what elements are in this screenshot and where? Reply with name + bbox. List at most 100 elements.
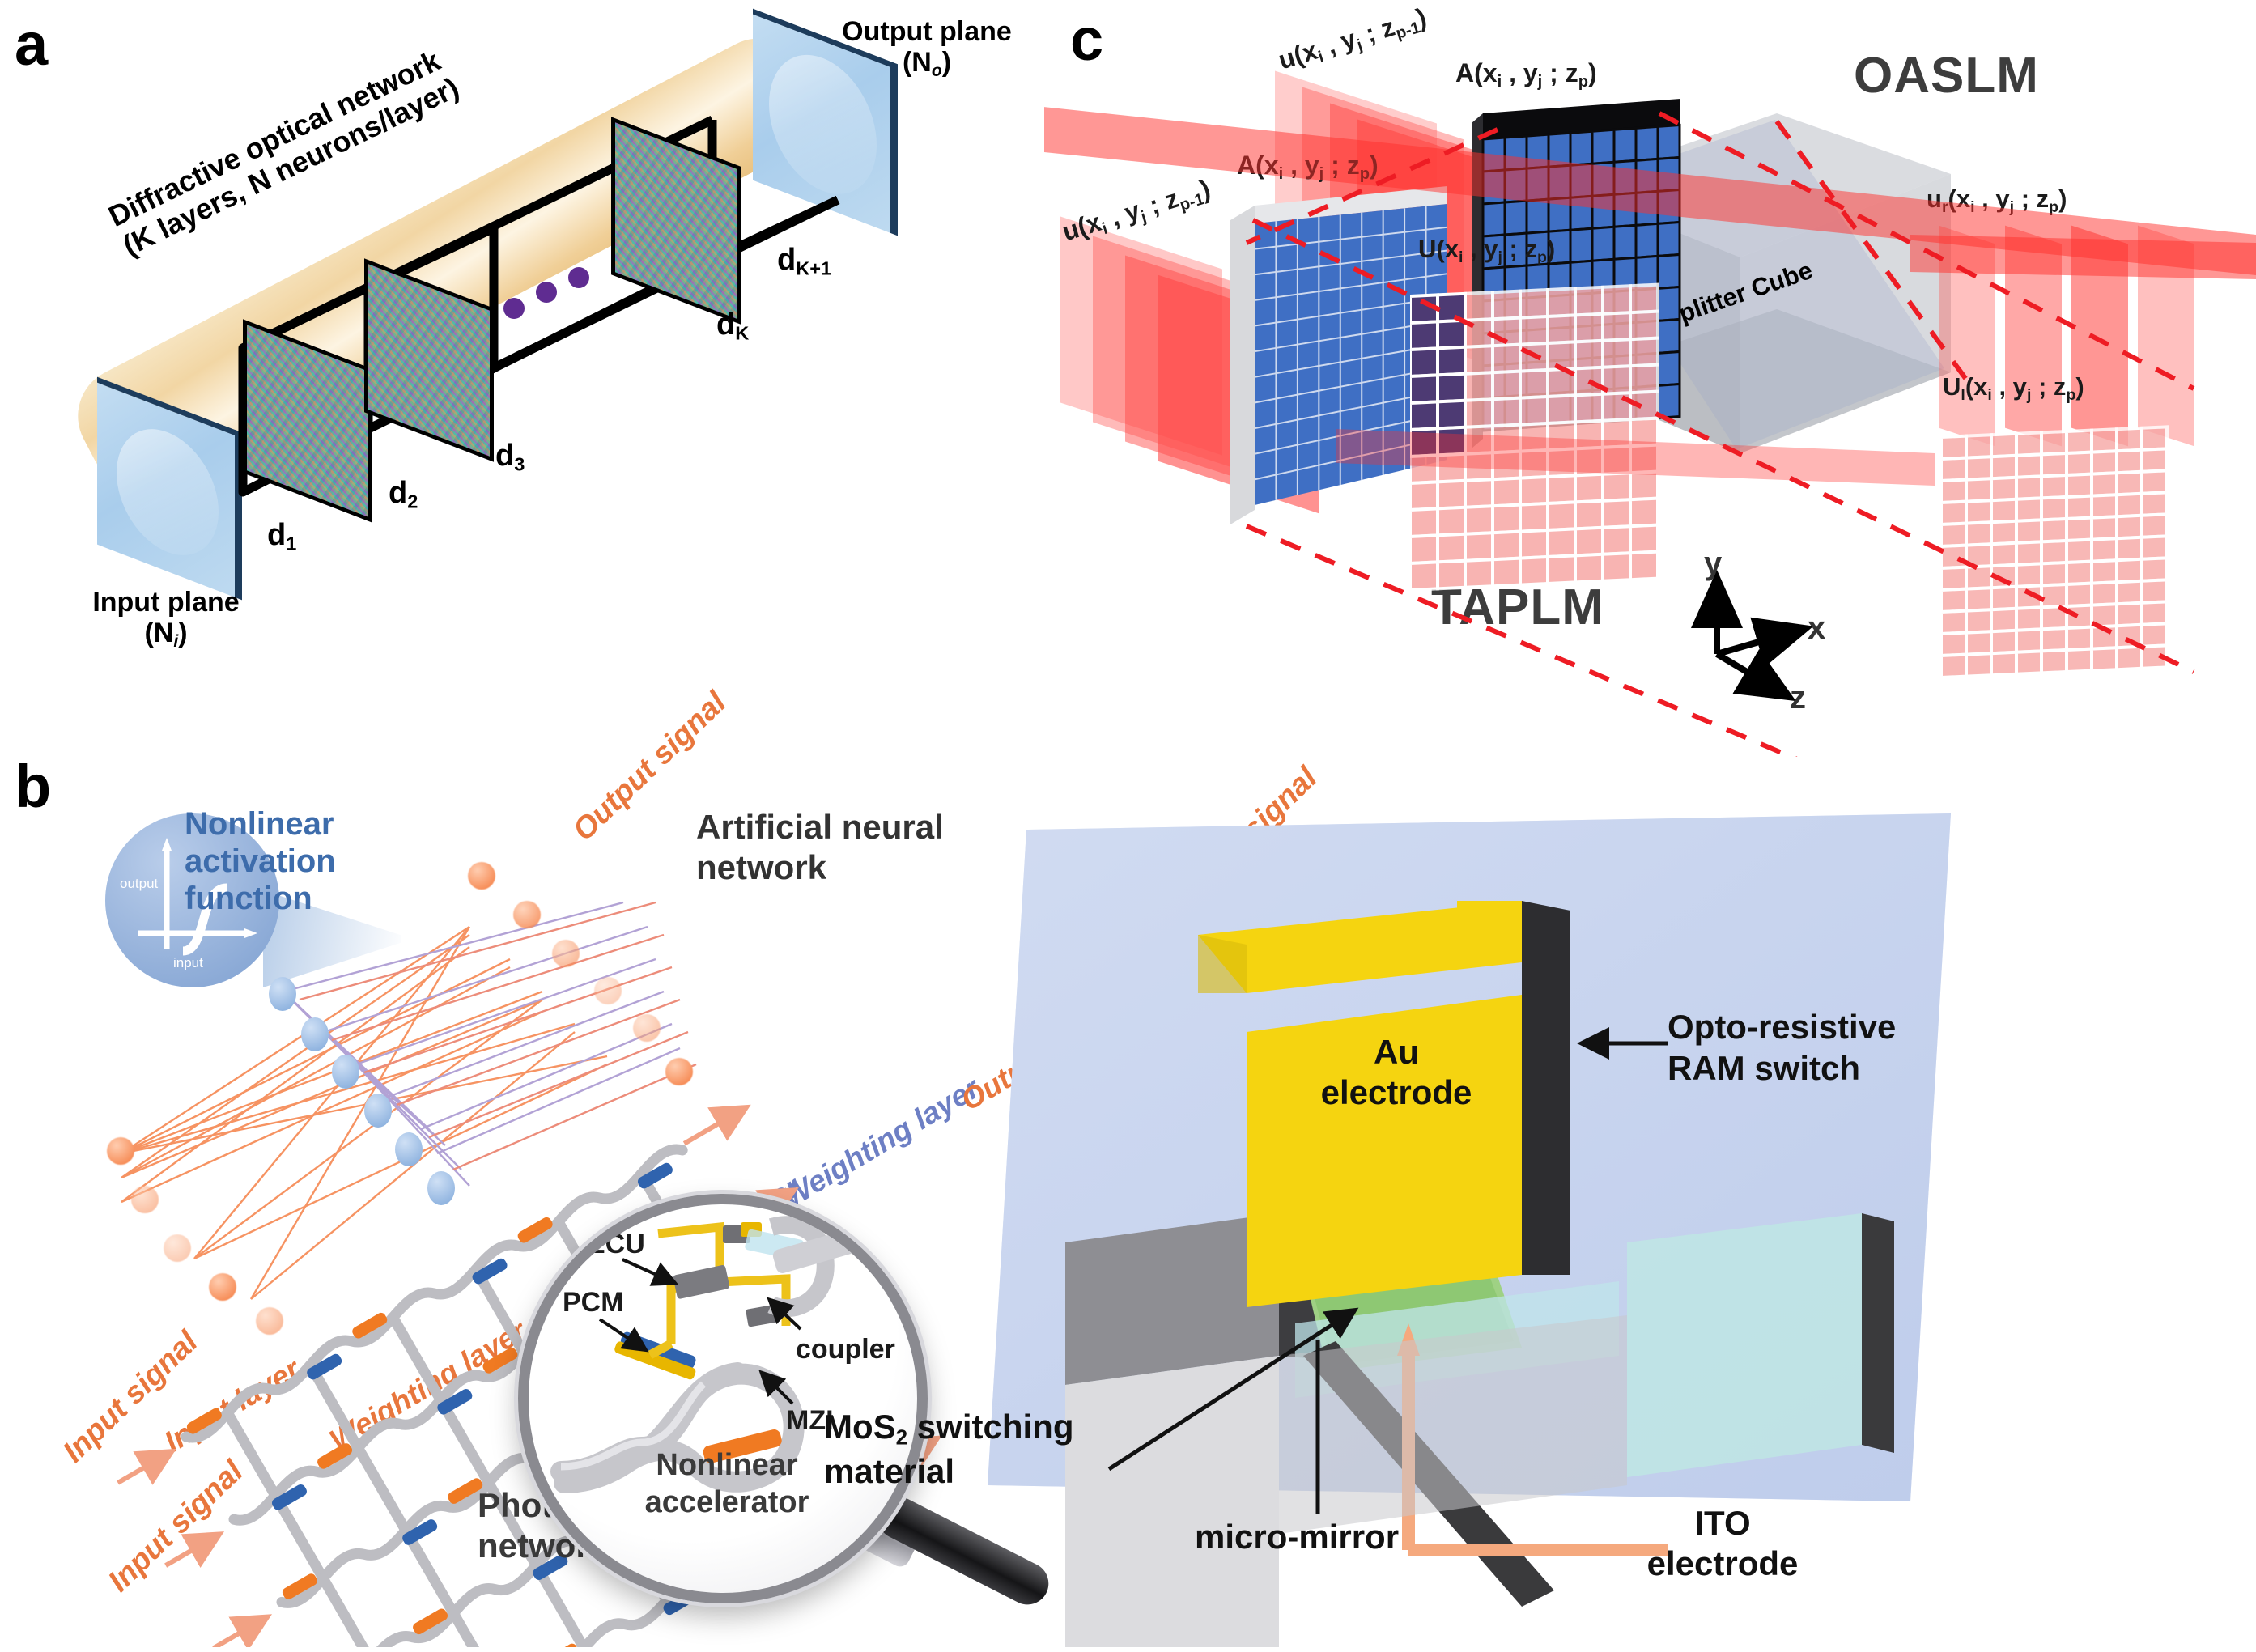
- ann-link-mesh: [121, 901, 697, 1300]
- callout-mzi: MZI: [786, 1405, 834, 1436]
- optical-axis-dashed-lines: [1245, 111, 2195, 757]
- ann-hidden-node: [364, 1094, 392, 1128]
- input-plane-symbol: (N(Ni): [144, 618, 188, 651]
- axis-label-z: z: [1790, 680, 1806, 716]
- ann-hidden-node: [427, 1171, 455, 1205]
- distance-dk: dK: [716, 308, 750, 344]
- phase-heater-orange: [448, 1478, 483, 1504]
- callout-coupler: coupler: [796, 1334, 895, 1365]
- ann-input-node: [256, 1307, 283, 1335]
- taplm-gridline: [1254, 273, 1448, 301]
- ann-hidden-node: [301, 1017, 329, 1051]
- nonlinear-accelerator-label: Nonlinear accelerator: [644, 1448, 809, 1519]
- input-plane-label: Input plane (N(Ni): [92, 587, 240, 651]
- distance-dk1: dK+1: [777, 243, 832, 279]
- phase-heater-orange: [317, 1443, 353, 1469]
- ann-output-node: [468, 862, 495, 890]
- waveguide-coupler-link: [387, 1312, 446, 1406]
- activation-ylabel: output: [120, 876, 159, 891]
- ann-hidden-node: [395, 1132, 423, 1166]
- distance-d1: d1: [267, 518, 297, 554]
- phase-heater-blue: [472, 1258, 508, 1285]
- mos2-arrow: [1107, 1307, 1359, 1472]
- phase-heater-blue: [437, 1388, 473, 1415]
- ann-input-node: [209, 1273, 236, 1301]
- ann-output-node: [594, 977, 622, 1004]
- activation-function-label: Nonlinear activation function: [185, 806, 336, 916]
- ann-hidden-node: [269, 977, 296, 1011]
- waveguide-coupler-link: [530, 1560, 589, 1647]
- field-label-u-l: Ul(xi , yj ; zp): [1943, 372, 2084, 404]
- ul-output-cell: [2140, 643, 2169, 670]
- ann-output-node: [513, 901, 541, 928]
- waveguide-coupler-link: [317, 1573, 369, 1647]
- ann-output-node: [665, 1058, 693, 1085]
- field-label-u-cap-taplm: U(xi , yj ; zp): [1418, 235, 1556, 266]
- output-plane-label: Output plane (No): [842, 16, 1012, 80]
- taplm-gridline: [1254, 249, 1448, 276]
- distance-d3: d3: [495, 439, 525, 475]
- waveguide-coupler-link: [470, 1264, 529, 1358]
- phase-heater-blue: [402, 1519, 438, 1545]
- field-label-a-oaslm: A(xi , yj ; zp): [1455, 58, 1597, 91]
- waveguide-coupler-link: [482, 1477, 542, 1571]
- panel-c: c u((xxi , yj ; zp-1) u(xi , yj ; zp-1) …: [1044, 0, 2256, 757]
- axis-label-x: x: [1808, 610, 1826, 646]
- distance-d2: d2: [389, 476, 418, 512]
- panel-a: a Input plane (N(Ni) Output plane (No): [0, 0, 1044, 753]
- ann-hidden-node: [332, 1055, 359, 1089]
- waveguide-coupler-link: [270, 1490, 329, 1584]
- panel-b: b output input: [0, 686, 1951, 1652]
- phase-heater-orange: [352, 1312, 388, 1339]
- micro-mirror-label: micro-mirror: [1195, 1518, 1400, 1556]
- pnn-input-arrow: [117, 1448, 176, 1485]
- red-beam-sheets: [1044, 107, 2256, 486]
- axis-label-y: y: [1704, 546, 1723, 581]
- phase-heater-blue: [307, 1353, 342, 1380]
- magnifier-lens: ECU PCM coupler MZI Nonlinear accelerato…: [518, 1194, 928, 1603]
- ann-input-node: [164, 1234, 191, 1262]
- phase-heater-blue: [637, 1162, 673, 1189]
- phase-heater-blue: [271, 1484, 307, 1510]
- taplm-output-cell: [1629, 550, 1659, 582]
- callout-pcm: PCM: [563, 1287, 624, 1318]
- pnn-input-arrow: [212, 1614, 272, 1647]
- panel-b-letter: b: [15, 753, 52, 820]
- network-wireframe: [238, 116, 840, 497]
- pnn-output-arrow: [682, 1104, 751, 1146]
- pnn-input-arrow: [164, 1531, 224, 1568]
- waveguide-coupler-link: [448, 1607, 479, 1647]
- ito-electrode-label: ITO electrode: [1646, 1504, 1799, 1583]
- phase-heater-orange: [517, 1217, 553, 1243]
- ann-title: Artificial neural network: [696, 808, 944, 887]
- oram-switch-diagram: Au electrode Opto-resistive RAM switch M…: [824, 789, 2250, 1647]
- activation-xlabel: input: [173, 955, 203, 970]
- waveguide-coupler-link: [222, 1408, 281, 1501]
- oaslm-title: OASLM: [1854, 48, 2039, 104]
- taplm-output-grid: [1408, 267, 1677, 611]
- output-plane-symbol: (No): [902, 47, 952, 80]
- ann-diagram: output input: [89, 805, 704, 1335]
- opto-resistive-ram-switch-label: Opto-resistive RAM switch: [1668, 1008, 1897, 1088]
- ann-input-node: [107, 1137, 134, 1165]
- waveguide-coupler-link: [400, 1525, 459, 1619]
- switch-arrow: [1577, 1027, 1668, 1060]
- ann-output-node: [633, 1014, 661, 1042]
- callout-ecu: ECU: [587, 1229, 645, 1259]
- taplm-pixel-array: [1230, 186, 1506, 530]
- waveguide-coupler-link: [352, 1442, 411, 1536]
- coordinate-axes: y x z: [1688, 546, 1874, 741]
- taplm-gridline: [1254, 226, 1448, 250]
- activation-function-icon: output input: [105, 813, 279, 987]
- phase-heater-orange: [543, 1643, 579, 1647]
- phase-heater-orange: [282, 1573, 317, 1599]
- phase-heater-orange: [482, 1348, 518, 1374]
- phase-heater-blue: [533, 1554, 568, 1580]
- mos2-switching-material-label: MoS2 switching material: [824, 1408, 1074, 1491]
- micro-mirror-leader: [1315, 1340, 1320, 1514]
- phase-heater-orange: [413, 1608, 448, 1635]
- phase-heater-orange: [186, 1408, 222, 1434]
- waveguide-coupler-link: [304, 1360, 363, 1454]
- panel-a-letter: a: [15, 11, 49, 78]
